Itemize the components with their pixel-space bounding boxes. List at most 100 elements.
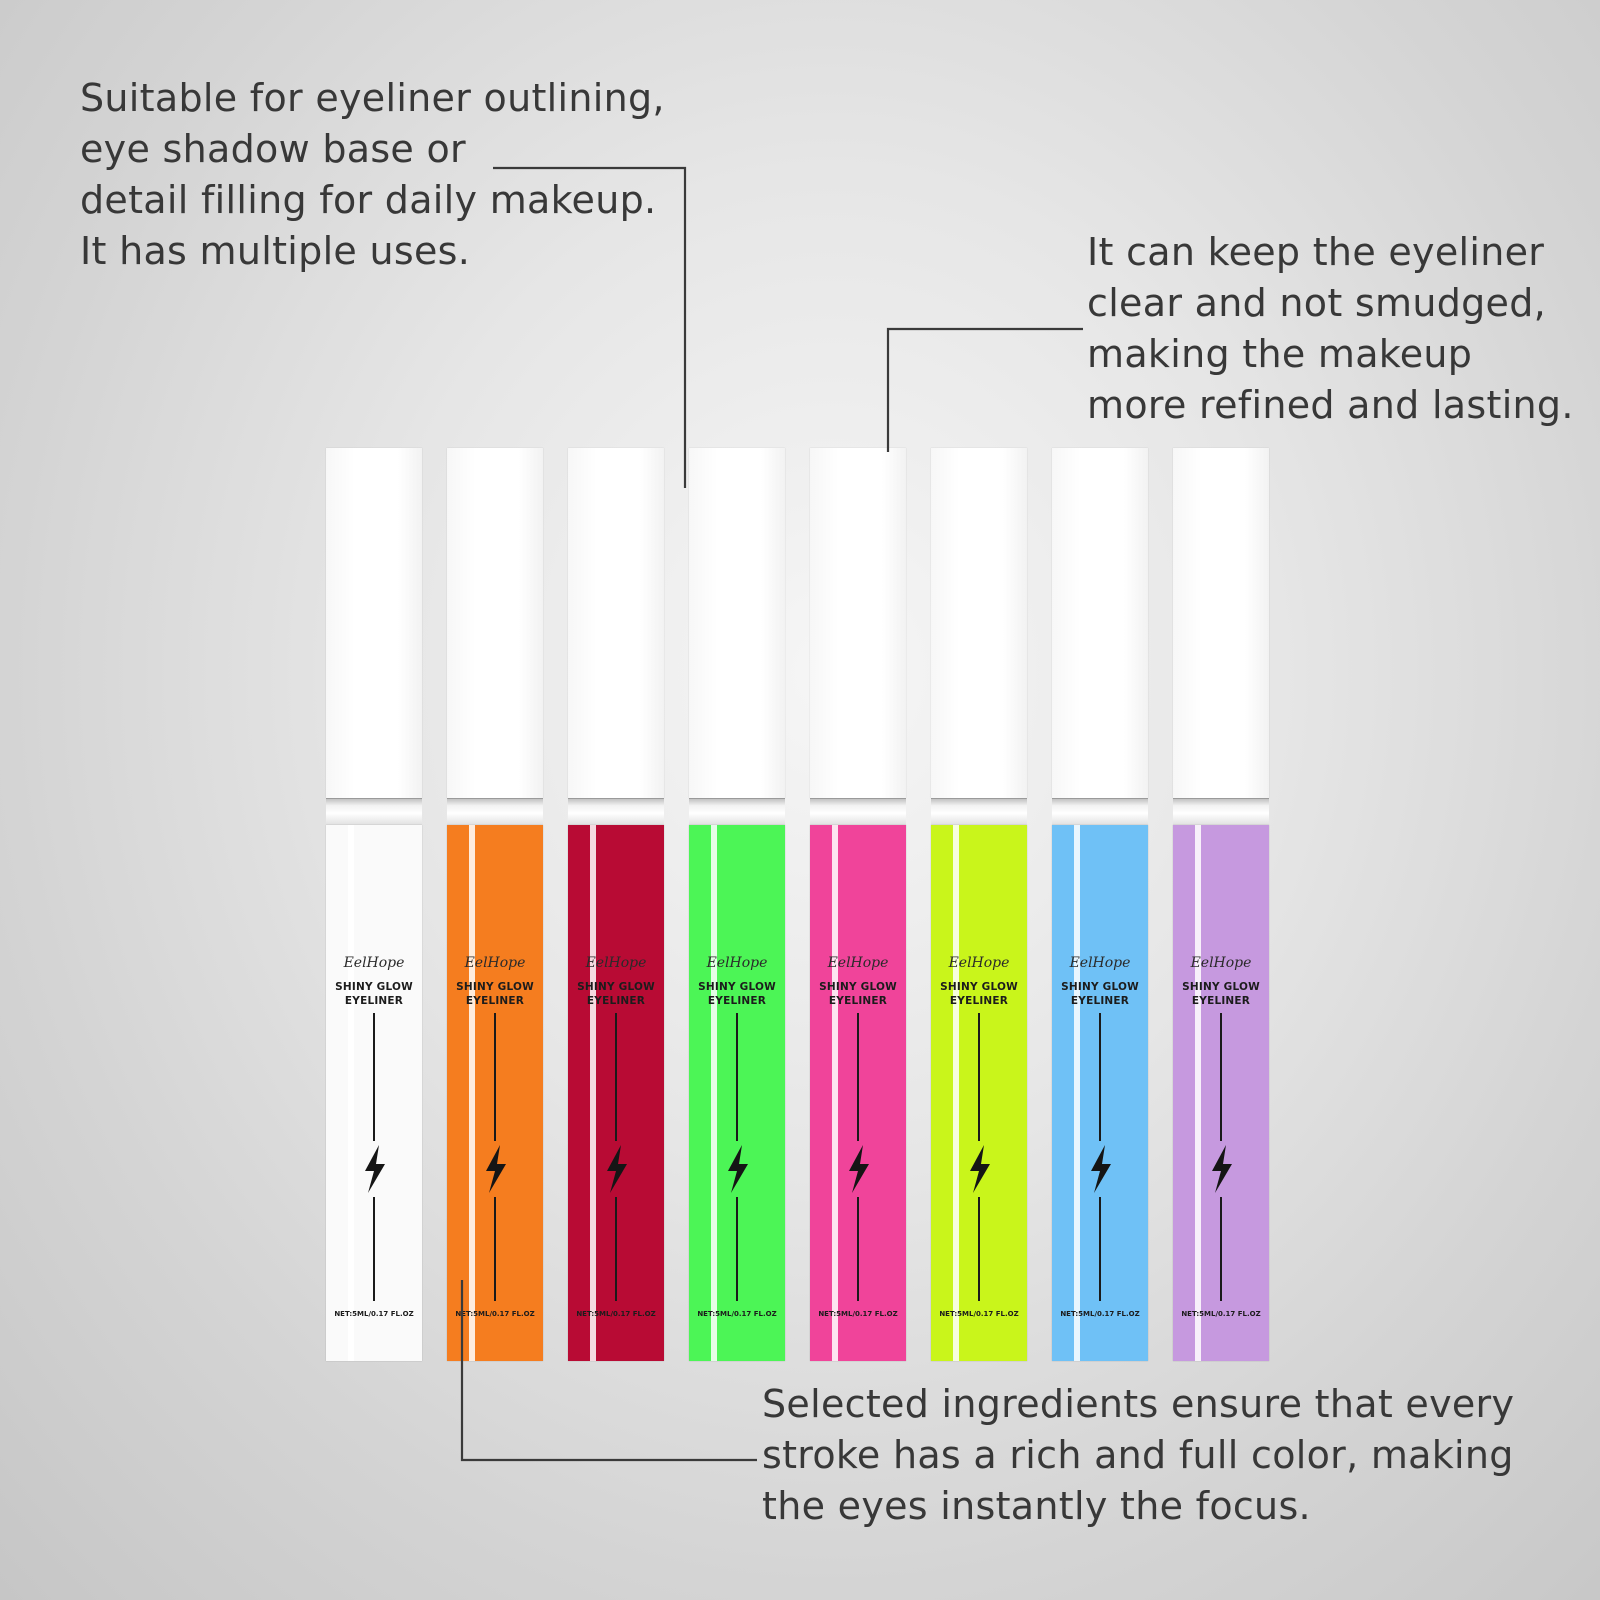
callout-ingredients-line: Selected ingredients ensure that every: [762, 1382, 1515, 1426]
product-name-line1: SHINY GLOW: [698, 981, 776, 993]
tube-collar: [1173, 798, 1269, 826]
callout-uses-line: detail filling for daily makeup.: [80, 178, 657, 222]
callout-uses-line: eye shadow base or: [80, 127, 466, 171]
tube-highlight: [832, 825, 838, 1361]
tube-highlight: [1074, 825, 1080, 1361]
brand-logo: EelHope: [343, 955, 405, 971]
tube-collar: [810, 798, 906, 826]
tube-highlight: [711, 825, 717, 1361]
label-line-bottom: [1220, 1197, 1222, 1301]
product-name: SHINY GLOW EYELINER: [326, 980, 422, 1008]
label-line-bottom: [494, 1197, 496, 1301]
brand-logo: EelHope: [706, 955, 768, 971]
net-volume: NET:5ML/0.17 FL.OZ: [818, 1310, 898, 1318]
tube-body: EelHope SHINY GLOW EYELINER NET:5ML/0.17 …: [326, 825, 422, 1361]
label-line-bottom: [736, 1197, 738, 1301]
product-name: SHINY GLOW EYELINER: [810, 980, 906, 1008]
net-volume: NET:5ML/0.17 FL.OZ: [455, 1310, 535, 1318]
tube-highlight: [590, 825, 596, 1361]
label-line-bottom: [615, 1197, 617, 1301]
leader-line-clear: [886, 327, 1083, 452]
label-line-bottom: [373, 1197, 375, 1301]
product-name-line2: EYELINER: [828, 995, 888, 1007]
eyeliner-tube: EelHope SHINY GLOW EYELINER NET:5ML/0.17 …: [810, 448, 906, 1361]
product-name-line2: EYELINER: [707, 995, 767, 1007]
product-name-line1: SHINY GLOW: [577, 981, 655, 993]
net-volume: NET:5ML/0.17 FL.OZ: [1060, 1310, 1140, 1318]
tube-collar: [447, 798, 543, 826]
callout-uses: Suitable for eyeliner outlining, eye sha…: [80, 73, 665, 277]
tube-highlight: [469, 825, 475, 1361]
net-volume: NET:5ML/0.17 FL.OZ: [334, 1310, 414, 1318]
callout-clear-line: more refined and lasting.: [1087, 383, 1574, 427]
brand-logo: EelHope: [948, 955, 1010, 971]
tube-cap: [326, 448, 422, 798]
lightning-bolt-icon: [728, 1145, 748, 1193]
lightning-bolt-icon: [1212, 1145, 1232, 1193]
label-line-bottom: [978, 1197, 980, 1301]
product-name-line2: EYELINER: [949, 995, 1009, 1007]
tube-cap: [689, 448, 785, 798]
product-name-line1: SHINY GLOW: [456, 981, 534, 993]
callout-clear-line: making the makeup: [1087, 332, 1473, 376]
callout-uses-line: Suitable for eyeliner outlining,: [80, 76, 665, 120]
callout-clear-line: It can keep the eyeliner: [1087, 230, 1545, 274]
tube-cap: [1052, 448, 1148, 798]
lightning-bolt-icon: [970, 1145, 990, 1193]
callout-ingredients: Selected ingredients ensure that every s…: [762, 1379, 1514, 1532]
tube-body: EelHope SHINY GLOW EYELINER NET:5ML/0.17 …: [447, 825, 543, 1361]
tube-cap: [931, 448, 1027, 798]
tube-highlight: [1195, 825, 1201, 1361]
eyeliner-tube: EelHope SHINY GLOW EYELINER NET:5ML/0.17 …: [326, 448, 422, 1361]
label-line-bottom: [857, 1197, 859, 1301]
lightning-bolt-icon: [486, 1145, 506, 1193]
tube-collar: [1052, 798, 1148, 826]
callout-uses-line: It has multiple uses.: [80, 229, 471, 273]
product-name-line2: EYELINER: [465, 995, 525, 1007]
brand-logo: EelHope: [1069, 955, 1131, 971]
product-name-line1: SHINY GLOW: [940, 981, 1018, 993]
brand-logo: EelHope: [464, 955, 526, 971]
tube-collar: [689, 798, 785, 826]
label-line-top: [736, 1013, 738, 1141]
callout-ingredients-line: the eyes instantly the focus.: [762, 1484, 1311, 1528]
tube-body: EelHope SHINY GLOW EYELINER NET:5ML/0.17 …: [689, 825, 785, 1361]
product-name-line1: SHINY GLOW: [1061, 981, 1139, 993]
label-line-top: [857, 1013, 859, 1141]
brand-logo: EelHope: [827, 955, 889, 971]
brand-logo: EelHope: [585, 955, 647, 971]
label-line-top: [1220, 1013, 1222, 1141]
tube-cap: [810, 448, 906, 798]
eyeliner-tube: EelHope SHINY GLOW EYELINER NET:5ML/0.17 …: [447, 448, 543, 1361]
tube-cap: [1173, 448, 1269, 798]
eyeliner-tube: EelHope SHINY GLOW EYELINER NET:5ML/0.17 …: [689, 448, 785, 1361]
callout-ingredients-line: stroke has a rich and full color, making: [762, 1433, 1514, 1477]
product-name-line1: SHINY GLOW: [335, 981, 413, 993]
tube-collar: [568, 798, 664, 826]
product-name-line2: EYELINER: [344, 995, 404, 1007]
product-name: SHINY GLOW EYELINER: [447, 980, 543, 1008]
net-volume: NET:5ML/0.17 FL.OZ: [697, 1310, 777, 1318]
tube-cap: [447, 448, 543, 798]
net-volume: NET:5ML/0.17 FL.OZ: [1181, 1310, 1261, 1318]
tube-cap: [568, 448, 664, 798]
tube-body: EelHope SHINY GLOW EYELINER NET:5ML/0.17 …: [810, 825, 906, 1361]
label-line-top: [1099, 1013, 1101, 1141]
lightning-bolt-icon: [365, 1145, 385, 1193]
label-line-bottom: [1099, 1197, 1101, 1301]
product-name-line1: SHINY GLOW: [1182, 981, 1260, 993]
lightning-bolt-icon: [849, 1145, 869, 1193]
lightning-bolt-icon: [607, 1145, 627, 1193]
label-line-top: [615, 1013, 617, 1141]
product-name-line1: SHINY GLOW: [819, 981, 897, 993]
